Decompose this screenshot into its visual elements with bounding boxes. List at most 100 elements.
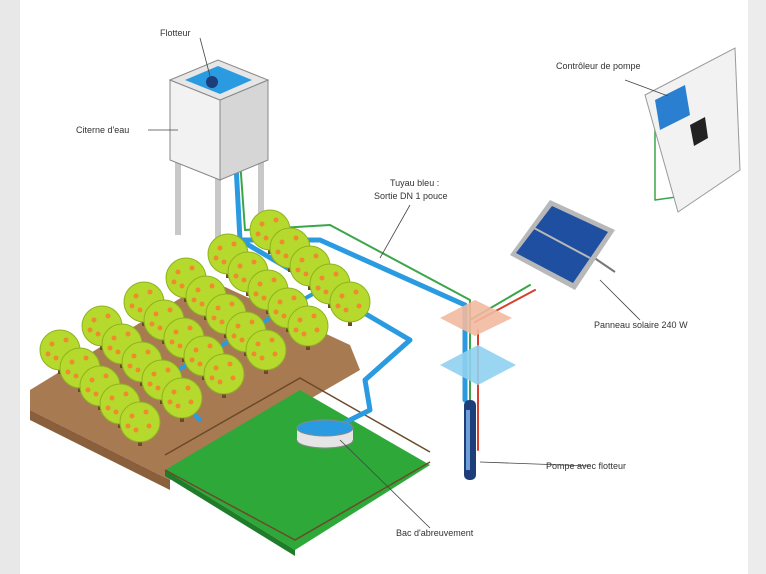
label-tank: Citerne d'eau bbox=[76, 125, 129, 135]
fruit bbox=[255, 231, 261, 237]
fruit bbox=[125, 423, 131, 429]
pasture-edge bbox=[165, 470, 295, 556]
orchard bbox=[39, 209, 371, 446]
fruit bbox=[233, 273, 239, 279]
solar-panel bbox=[510, 200, 616, 290]
controller-display-icon bbox=[690, 117, 708, 146]
fruit bbox=[311, 313, 317, 319]
fruit bbox=[143, 409, 149, 415]
fruit bbox=[231, 241, 237, 247]
fruit bbox=[189, 265, 195, 271]
fruit bbox=[157, 325, 163, 331]
fruit bbox=[151, 371, 157, 377]
label-trough: Bac d'abreuvement bbox=[396, 528, 474, 538]
tree bbox=[245, 329, 287, 374]
fruit bbox=[129, 303, 135, 309]
fruit bbox=[221, 259, 227, 265]
fruit bbox=[133, 293, 139, 299]
fruit bbox=[275, 249, 281, 255]
fruit bbox=[339, 293, 345, 299]
fruit bbox=[333, 271, 339, 277]
fruit bbox=[188, 399, 194, 405]
fruit bbox=[187, 325, 193, 331]
fruit bbox=[217, 379, 223, 385]
fruit bbox=[315, 285, 321, 291]
fruit bbox=[356, 303, 362, 309]
fruit bbox=[259, 221, 265, 227]
float-icon bbox=[206, 76, 218, 88]
fruit bbox=[103, 373, 109, 379]
fruit bbox=[155, 385, 161, 391]
fruit bbox=[191, 297, 197, 303]
fruit bbox=[271, 277, 277, 283]
fruit bbox=[146, 423, 152, 429]
tree bbox=[203, 353, 245, 398]
fruit bbox=[213, 365, 219, 371]
fruit bbox=[209, 283, 215, 289]
ground-marker-pink bbox=[440, 300, 512, 336]
fruit bbox=[197, 361, 203, 367]
fruit bbox=[175, 403, 181, 409]
tree bbox=[119, 401, 161, 446]
fruit bbox=[93, 391, 99, 397]
orchard-soil bbox=[30, 280, 360, 480]
fruit bbox=[237, 263, 243, 269]
fruit bbox=[65, 369, 71, 375]
leader-trough bbox=[339, 439, 431, 529]
fruit bbox=[272, 351, 278, 357]
pump-controller-icon bbox=[655, 85, 690, 130]
fence bbox=[164, 377, 431, 541]
fruit bbox=[207, 343, 213, 349]
label-pump: Pompe avec flotteur bbox=[546, 461, 626, 471]
fruit bbox=[85, 387, 91, 393]
fruit bbox=[107, 345, 113, 351]
fruit bbox=[293, 235, 299, 241]
fruit bbox=[165, 367, 171, 373]
fruit bbox=[209, 375, 215, 381]
fruit bbox=[273, 217, 279, 223]
label-pipe-line1: Tuyau bleu : bbox=[390, 178, 439, 188]
controller-board bbox=[644, 47, 741, 213]
fruit bbox=[91, 317, 97, 323]
ground-marker-blue bbox=[440, 345, 516, 385]
fruit bbox=[69, 359, 75, 365]
fruit bbox=[219, 319, 225, 325]
fruit bbox=[239, 337, 245, 343]
fruit bbox=[125, 331, 131, 337]
fruit bbox=[153, 311, 159, 317]
fruit bbox=[293, 327, 299, 333]
fruit bbox=[229, 301, 235, 307]
fruit bbox=[343, 307, 349, 313]
pasture bbox=[165, 390, 430, 550]
fruit bbox=[215, 305, 221, 311]
fruit bbox=[277, 299, 283, 305]
label-controller: Contrôleur de pompe bbox=[556, 61, 641, 71]
leader-panel bbox=[599, 279, 641, 321]
fruit bbox=[95, 331, 101, 337]
fruit bbox=[193, 347, 199, 353]
fruit bbox=[230, 375, 236, 381]
fruit bbox=[335, 303, 341, 309]
fruit bbox=[87, 327, 93, 333]
fruit bbox=[131, 353, 137, 359]
fruit bbox=[185, 385, 191, 391]
fruit bbox=[105, 405, 111, 411]
fruit bbox=[235, 323, 241, 329]
fruit bbox=[145, 349, 151, 355]
label-float: Flotteur bbox=[160, 28, 191, 38]
fruit bbox=[297, 317, 303, 323]
fruit bbox=[111, 335, 117, 341]
tree bbox=[161, 377, 203, 422]
fruit bbox=[149, 321, 155, 327]
fruit bbox=[353, 289, 359, 295]
fruit bbox=[257, 281, 263, 287]
fruit bbox=[251, 351, 257, 357]
fruit bbox=[63, 337, 69, 343]
fruit bbox=[253, 291, 259, 297]
fruit bbox=[314, 327, 320, 333]
fruit bbox=[89, 377, 95, 383]
fruit bbox=[147, 381, 153, 387]
fruit bbox=[175, 269, 181, 275]
fruit bbox=[115, 349, 121, 355]
